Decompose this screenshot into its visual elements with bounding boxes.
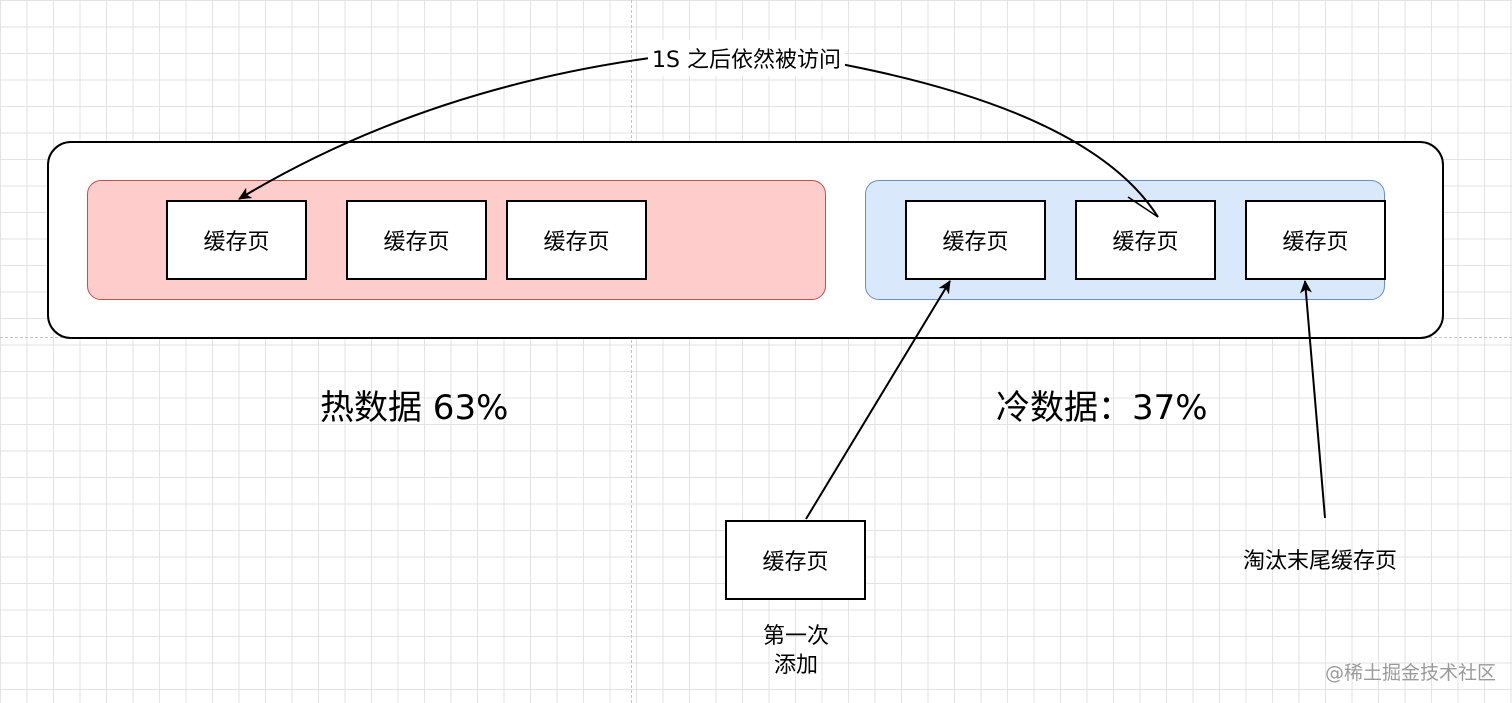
- add-arrow: [805, 280, 951, 520]
- cold-arrow-tail-tick: [1127, 196, 1159, 218]
- evict-tail-label: 淘汰末尾缓存页: [1243, 549, 1398, 574]
- first-add-caption-line-2: 添加: [773, 653, 818, 678]
- cold-cache-page-3: 缓存页: [1245, 200, 1386, 280]
- access-arrow-right: [829, 61, 1159, 218]
- first-add-caption: 第一次 添加: [736, 622, 856, 680]
- cold-data-label: 冷数据：37%: [996, 388, 1208, 428]
- access-arrow-label: 1S 之后依然被访问: [648, 40, 845, 76]
- vertical-guide-line: [631, 0, 632, 703]
- hot-cache-page-3: 缓存页: [506, 200, 647, 280]
- cold-cache-page-1: 缓存页: [905, 200, 1046, 280]
- new-cache-page: 缓存页: [725, 520, 866, 600]
- watermark: @稀土掘金技术社区: [1324, 662, 1496, 684]
- hot-data-label: 热数据 63%: [320, 388, 509, 428]
- evict-arrow: [1300, 280, 1326, 519]
- hot-cache-page-2: 缓存页: [346, 200, 487, 280]
- first-add-caption-line-1: 第一次: [762, 624, 829, 649]
- cold-cache-page-2: 缓存页: [1075, 200, 1216, 280]
- access-arrow-left: [238, 57, 651, 200]
- hot-cache-page-1: 缓存页: [166, 200, 307, 280]
